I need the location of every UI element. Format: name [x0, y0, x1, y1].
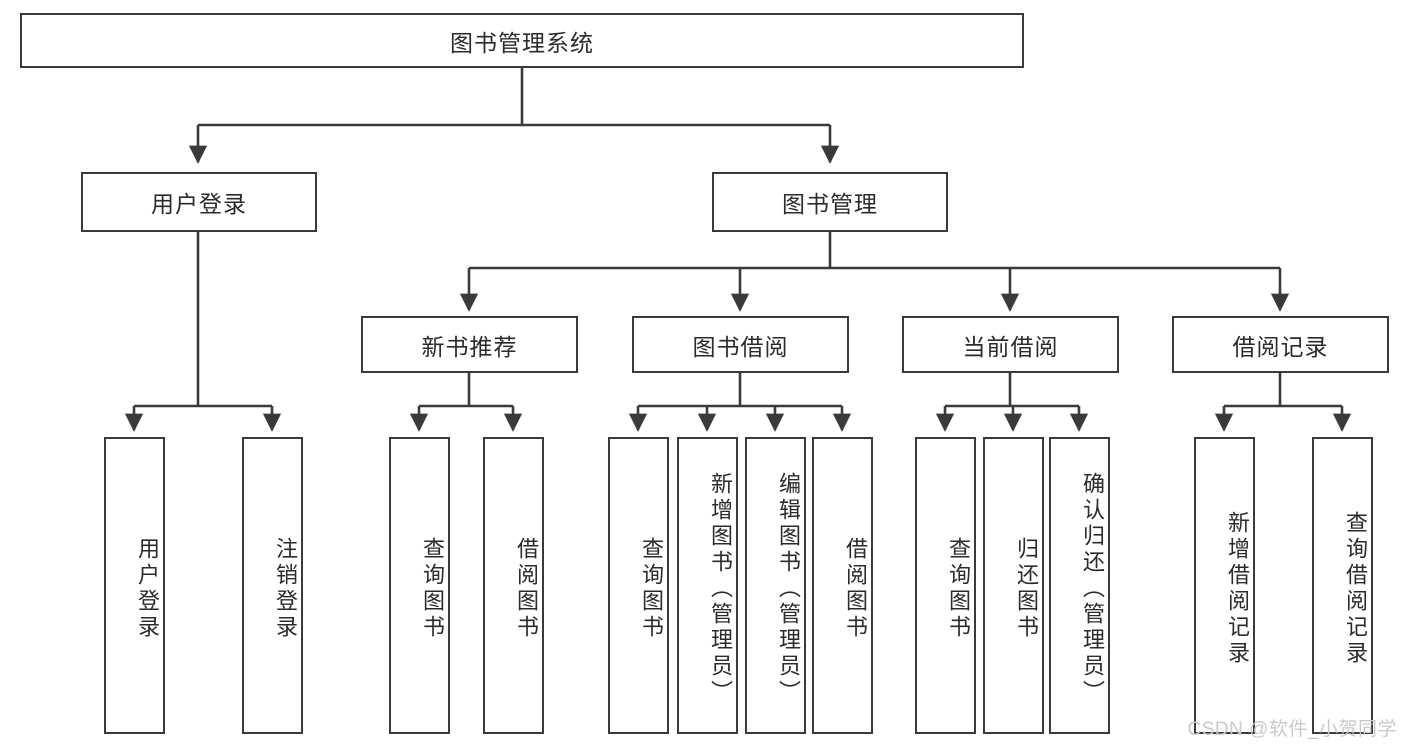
leaf-recommend-query-book[interactable]: 查询图书 [389, 437, 450, 734]
leaf-label: 编辑图书（管理员） [776, 471, 801, 706]
leaf-borrow-edit-book-admin[interactable]: 编辑图书（管理员） [745, 437, 806, 734]
leaf-borrow-query-book[interactable]: 查询图书 [608, 437, 669, 734]
leaf-label: 确认归还（管理员） [1080, 471, 1105, 706]
leaf-label: 查询图书 [639, 536, 664, 641]
node-book-management[interactable]: 图书管理 [712, 172, 948, 232]
node-borrow-record[interactable]: 借阅记录 [1172, 316, 1389, 373]
leaf-label: 查询图书 [420, 536, 445, 641]
node-new-book-recommend-label: 新书推荐 [421, 333, 518, 360]
node-root[interactable]: 图书管理系统 [20, 13, 1024, 68]
leaf-borrow-add-book-admin[interactable]: 新增图书（管理员） [677, 437, 738, 734]
node-current-borrow-label: 当前借阅 [962, 333, 1059, 360]
leaf-borrow-borrow-book[interactable]: 借阅图书 [812, 437, 873, 734]
leaf-user-login-login[interactable]: 用户登录 [104, 437, 165, 734]
leaf-record-query-record[interactable]: 查询借阅记录 [1312, 437, 1373, 734]
leaf-label: 用户登录 [135, 536, 160, 641]
node-book-borrow-label: 图书借阅 [692, 333, 789, 360]
leaf-current-query-book[interactable]: 查询图书 [915, 437, 976, 734]
node-borrow-record-label: 借阅记录 [1232, 333, 1329, 360]
leaf-label: 查询借阅记录 [1343, 510, 1368, 667]
leaf-current-confirm-return-admin[interactable]: 确认归还（管理员） [1049, 437, 1110, 734]
node-root-label: 图书管理系统 [450, 29, 594, 56]
leaf-current-return-book[interactable]: 归还图书 [983, 437, 1044, 734]
node-book-management-label: 图书管理 [782, 191, 878, 217]
watermark: CSDN @软件_小贺同学 [1187, 719, 1397, 740]
leaf-label: 新增借阅记录 [1225, 510, 1250, 667]
node-user-login[interactable]: 用户登录 [81, 172, 317, 232]
node-book-borrow[interactable]: 图书借阅 [632, 316, 849, 373]
leaf-label: 注销登录 [273, 536, 298, 641]
leaf-label: 新增图书（管理员） [708, 471, 733, 706]
leaf-label: 借阅图书 [843, 536, 868, 641]
node-new-book-recommend[interactable]: 新书推荐 [361, 316, 578, 373]
node-current-borrow[interactable]: 当前借阅 [902, 316, 1119, 373]
leaf-user-login-logout[interactable]: 注销登录 [242, 437, 303, 734]
leaf-label: 查询图书 [946, 536, 971, 641]
leaf-record-add-record[interactable]: 新增借阅记录 [1194, 437, 1255, 734]
leaf-label: 借阅图书 [514, 536, 539, 641]
leaf-label: 归还图书 [1014, 536, 1039, 641]
node-user-login-label: 用户登录 [151, 191, 247, 217]
leaf-recommend-borrow-book[interactable]: 借阅图书 [483, 437, 544, 734]
